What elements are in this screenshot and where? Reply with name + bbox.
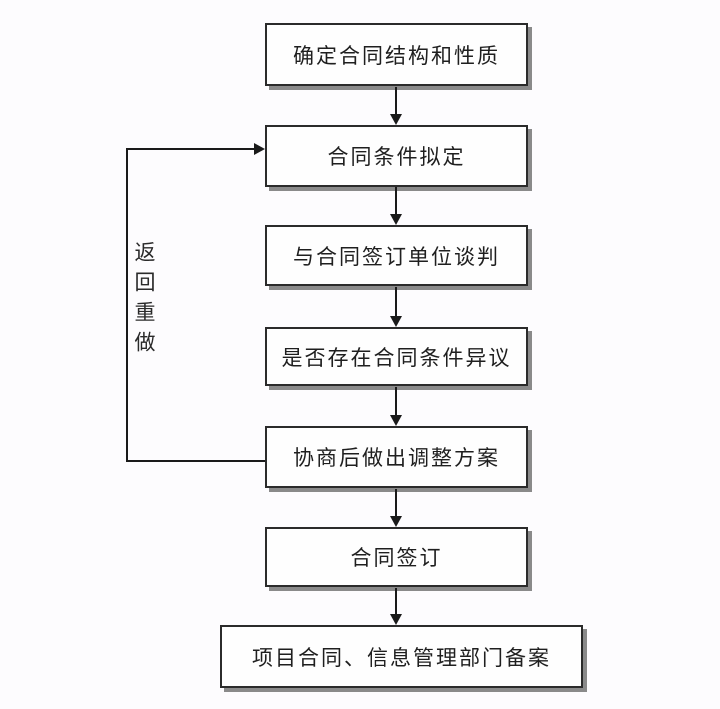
flow-node-any-objection-to-terms: 是否存在合同条件异议 (265, 327, 528, 386)
flow-node-adjustment-plan-after-negotiation: 协商后做出调整方案 (265, 426, 528, 488)
arrow-down-1-to-2 (390, 87, 402, 125)
flow-node-label: 是否存在合同条件异议 (281, 345, 512, 370)
flow-node-label: 合同签订 (350, 546, 443, 570)
flow-node-negotiate-with-signing-party: 与合同签订单位谈判 (265, 225, 528, 286)
arrowhead-down-icon (390, 415, 402, 426)
feedback-loop-bottom-line (126, 460, 265, 462)
arrowhead-down-icon (390, 316, 402, 327)
flow-node-label: 与合同签订单位谈判 (293, 244, 500, 269)
arrow-down-4-to-5 (390, 387, 402, 426)
arrow-down-3-to-4 (390, 287, 402, 327)
arrow-shaft (395, 87, 397, 116)
feedback-loop-vertical-line (126, 148, 128, 462)
flow-node-label: 项目合同、信息管理部门备案 (252, 645, 551, 670)
arrowhead-down-icon (390, 516, 402, 527)
flow-node-contract-signing: 合同签订 (265, 527, 528, 587)
arrow-down-5-to-6 (390, 489, 402, 527)
arrow-shaft (395, 287, 397, 318)
arrow-shaft (395, 489, 397, 518)
arrow-shaft (395, 387, 397, 417)
flow-node-draft-contract-terms: 合同条件拟定 (265, 125, 528, 187)
flow-node-label: 确定合同结构和性质 (293, 43, 500, 68)
arrowhead-right-icon (254, 143, 265, 155)
arrowhead-down-icon (390, 614, 402, 625)
feedback-loop-label: 返回重做 (132, 241, 156, 361)
arrow-down-6-to-7 (390, 588, 402, 625)
flow-node-filing-with-management-departments: 项目合同、信息管理部门备案 (220, 625, 583, 688)
arrow-shaft (395, 187, 397, 216)
arrow-shaft (395, 588, 397, 616)
flow-node-determine-contract-structure: 确定合同结构和性质 (265, 23, 528, 86)
feedback-loop-top-line (126, 148, 255, 150)
arrow-down-2-to-3 (390, 187, 402, 225)
arrowhead-down-icon (390, 214, 402, 225)
flow-node-label: 协商后做出调整方案 (293, 446, 500, 470)
flow-node-label: 合同条件拟定 (327, 145, 466, 169)
arrowhead-down-icon (390, 114, 402, 125)
